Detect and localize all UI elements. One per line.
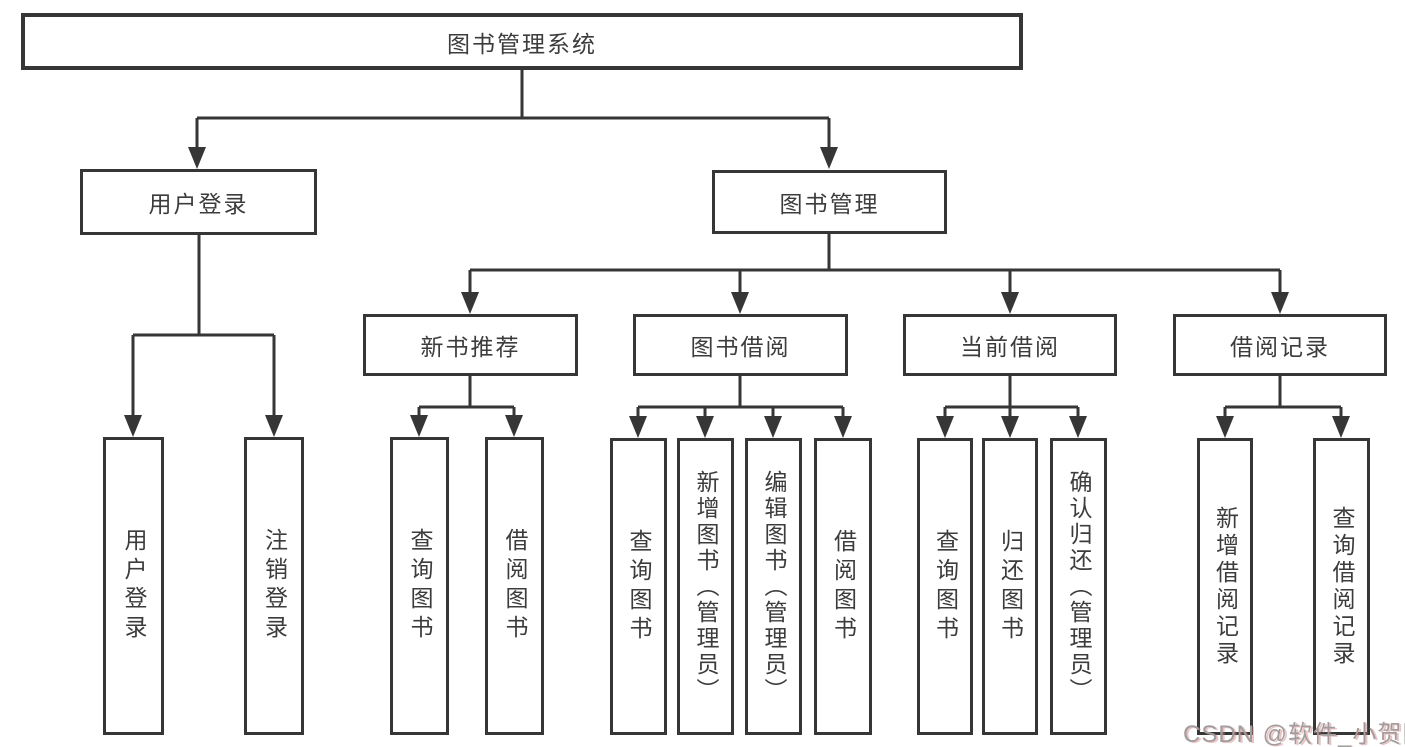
csdn-watermark: CSDN @软件_小贺同学 bbox=[1183, 721, 1405, 747]
leaf-cb-return-book: 归还图书 bbox=[982, 438, 1038, 735]
leaf-bb-add-book: 新增图书（管理员） bbox=[677, 438, 734, 735]
leaf-logout: 注销登录 bbox=[244, 437, 304, 735]
node-book-borrow: 图书借阅 bbox=[633, 314, 848, 376]
leaf-cb-query-book: 查询图书 bbox=[917, 438, 973, 735]
leaf-bb-edit-book: 编辑图书（管理员） bbox=[745, 438, 802, 735]
leaf-br-query-record: 查询借阅记录 bbox=[1313, 438, 1370, 735]
node-new-book-rec: 新书推荐 bbox=[363, 314, 578, 376]
leaf-bb-borrow-book: 借阅图书 bbox=[814, 438, 872, 735]
node-borrow-record: 借阅记录 bbox=[1173, 314, 1387, 376]
node-root: 图书管理系统 bbox=[21, 13, 1023, 70]
node-book-mgmt: 图书管理 bbox=[712, 170, 947, 234]
leaf-nbr-query-book: 查询图书 bbox=[390, 437, 449, 735]
leaf-bb-query-book: 查询图书 bbox=[610, 438, 667, 735]
arrowhead-icons bbox=[124, 147, 1350, 438]
leaf-nbr-borrow-book: 借阅图书 bbox=[485, 437, 544, 735]
node-current-borrow: 当前借阅 bbox=[903, 314, 1117, 376]
leaf-br-add-record: 新增借阅记录 bbox=[1197, 438, 1253, 735]
node-user-login: 用户登录 bbox=[80, 169, 317, 235]
leaf-user-login: 用户登录 bbox=[103, 437, 164, 735]
leaf-cb-confirm-return: 确认归还（管理员） bbox=[1050, 438, 1107, 735]
